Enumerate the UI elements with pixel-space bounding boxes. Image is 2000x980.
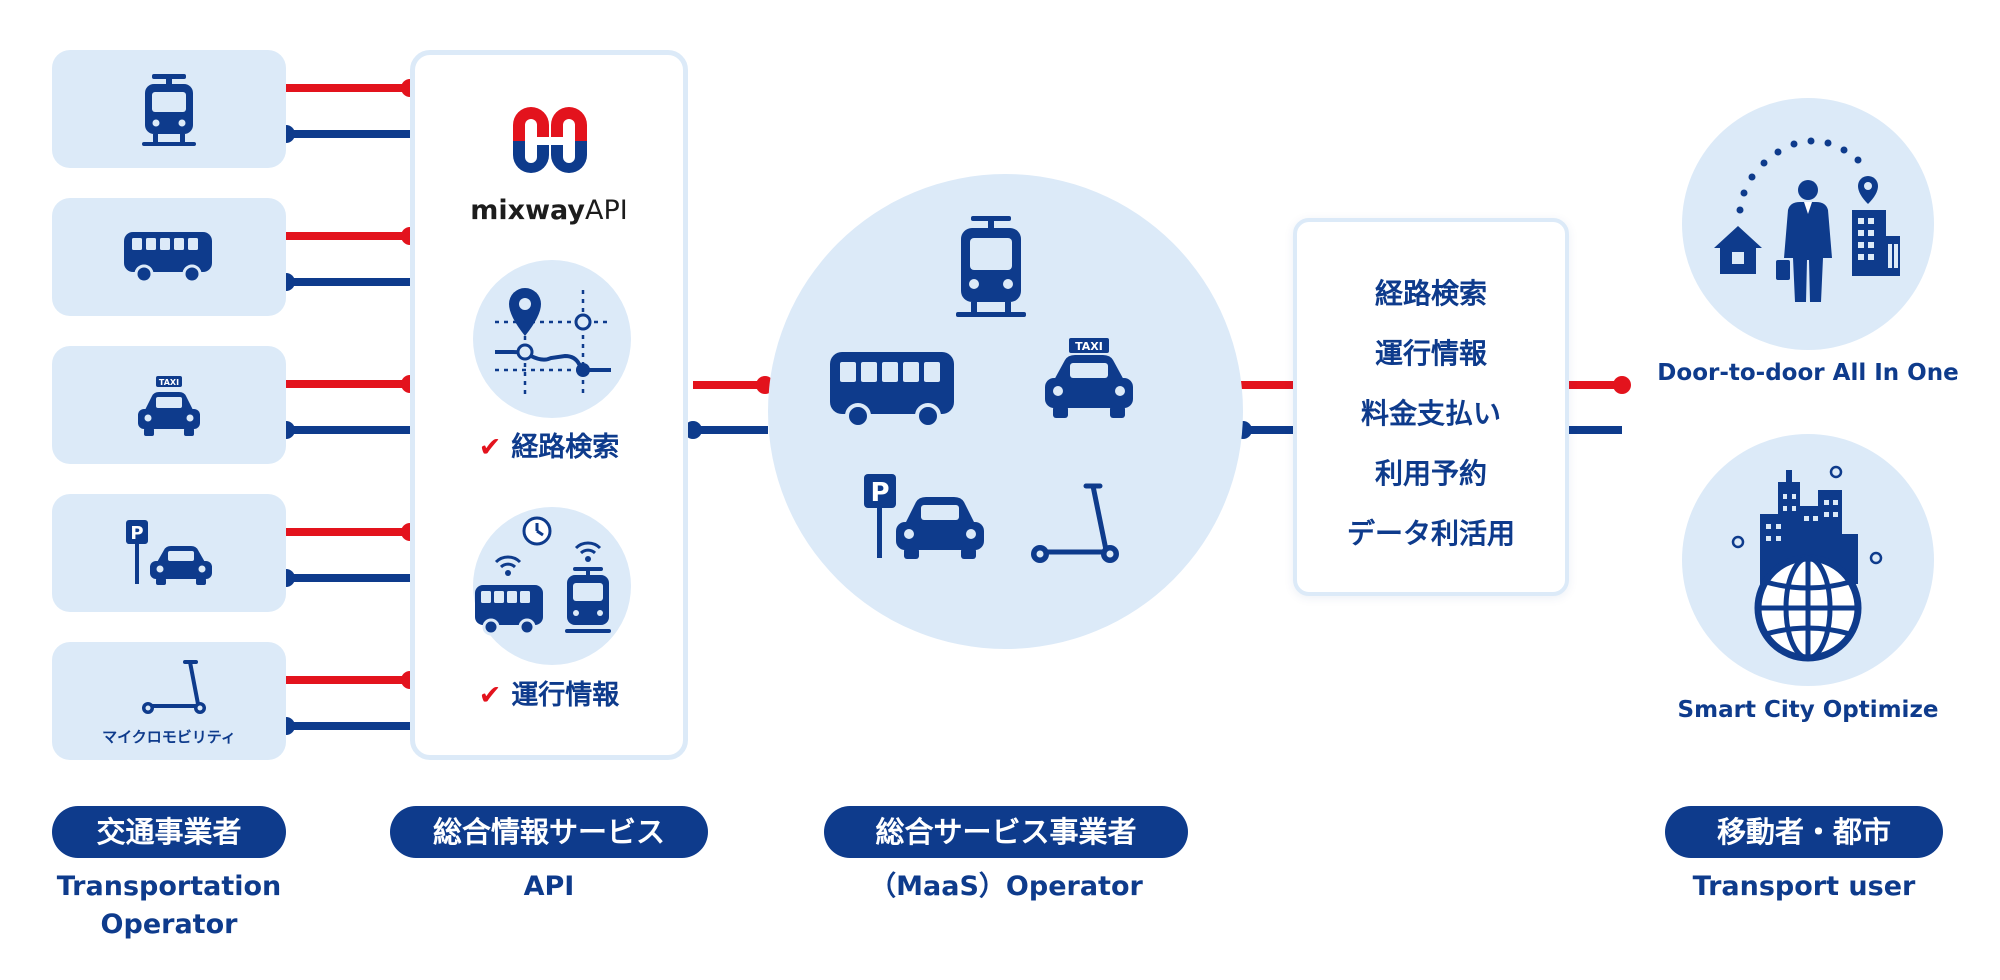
feature-label: 運行情報 [511, 680, 620, 711]
services-to-users-connectors [1569, 376, 1631, 434]
smart-city-circle [1682, 434, 1934, 686]
mixway-logo-text: mixwayAPI [415, 195, 683, 226]
operator-parking-card: P [52, 494, 286, 612]
smart-city-icon [1731, 465, 1883, 662]
door-to-door-icon [1714, 137, 1900, 302]
column-pill-maas: 総合サービス事業者 [824, 806, 1188, 858]
door-to-door-circle [1682, 98, 1934, 350]
logo-word: mixway [470, 195, 586, 226]
connector-dot [1613, 376, 1631, 394]
column-sub-operators: Transportation Operator [30, 868, 308, 944]
feature-transit-info: ✔ 運行情報 [415, 673, 683, 712]
column-sub-api: API [523, 871, 575, 902]
taxi-icon: TAXI [1045, 338, 1133, 418]
operator-taxi-card: TAXI [52, 346, 286, 464]
bus-icon [830, 352, 954, 429]
operator-bus-card [52, 198, 286, 316]
column-pill-api: 総合情報サービス [390, 806, 708, 858]
sub-line: Transportation [56, 871, 282, 902]
check-icon: ✔ [478, 680, 502, 711]
door-to-door-caption: Door-to-door All In One [1657, 360, 1959, 386]
train-icon [142, 74, 196, 146]
mixway-logo-icon [513, 107, 587, 173]
service-item: 料金支払い [1360, 397, 1501, 430]
parking-letter: P [870, 478, 889, 508]
route-search-circle [473, 260, 631, 418]
taxi-icon: TAXI [138, 376, 200, 436]
scooter-icon [142, 660, 206, 714]
parking-car-icon: P [126, 520, 212, 585]
feature-route-search: ✔ 経路検索 [415, 425, 683, 464]
parking-car-icon: P [864, 474, 984, 559]
logo-suffix: API [585, 195, 628, 226]
operator-micromobility-card: マイクロモビリティ [52, 642, 286, 760]
sub-line: Operator [100, 909, 238, 940]
service-item: 経路検索 [1374, 277, 1487, 310]
parking-letter: P [130, 523, 143, 544]
column-pill-users: 移動者・都市 [1665, 806, 1943, 858]
maas-mobility-icons: TAXI P [830, 216, 1133, 563]
micromobility-label: マイクロモビリティ [102, 728, 236, 746]
service-item: 利用予約 [1374, 457, 1487, 490]
service-item: 運行情報 [1374, 337, 1487, 370]
operator-train-card [52, 50, 286, 168]
feature-label: 経路検索 [511, 432, 620, 463]
services-panel: 経路検索 運行情報 料金支払い 利用予約 データ利活用 [1293, 218, 1569, 596]
scooter-icon [1031, 483, 1119, 563]
check-icon: ✔ [478, 432, 502, 463]
api-to-maas-connectors [684, 376, 774, 439]
api-panel: mixwayAPI ✔ 経路検索 [410, 50, 688, 760]
column-sub-maas: （MaaS）Operator [869, 871, 1143, 902]
column-pill-operators: 交通事業者 [52, 806, 286, 858]
transit-info-circle [473, 507, 631, 665]
taxi-sign-text: TAXI [1075, 340, 1103, 353]
operator-connectors [277, 79, 419, 735]
column-sub-users: Transport user [1692, 871, 1916, 902]
smart-city-caption: Smart City Optimize [1677, 697, 1939, 723]
taxi-sign-text: TAXI [159, 378, 179, 387]
service-item: データ利活用 [1346, 517, 1515, 550]
bus-icon [124, 232, 212, 284]
live-transit-info-icon [475, 516, 611, 636]
maas-operator-circle: TAXI P [768, 174, 1243, 649]
route-map-icon [495, 288, 611, 395]
train-icon [956, 216, 1026, 317]
